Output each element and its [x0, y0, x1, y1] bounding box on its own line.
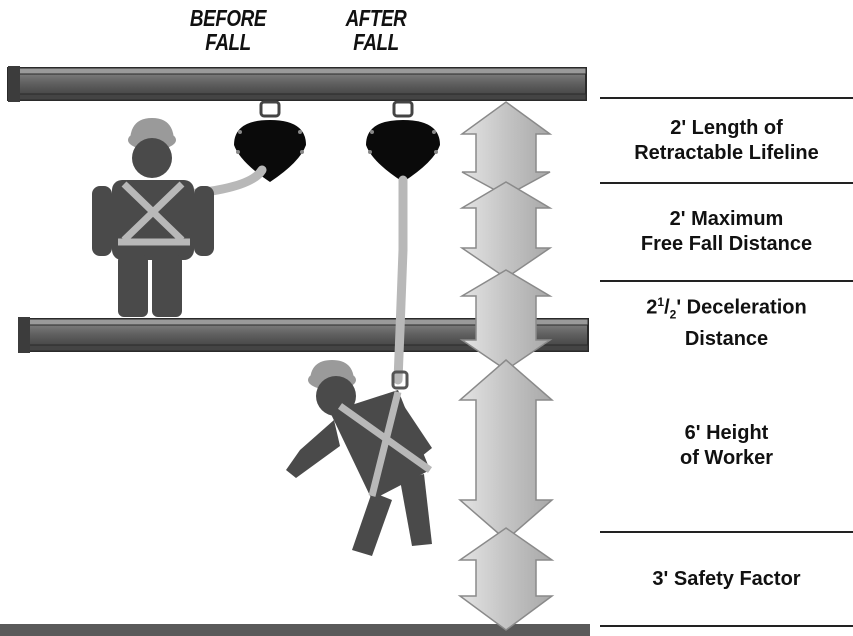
lifeline-after — [393, 175, 408, 385]
label-safety-line1: 3' Safety Factor — [652, 567, 801, 590]
before-fall-header: BEFORE FALL — [179, 6, 277, 54]
top-beam — [7, 66, 587, 102]
label-height-line1: 6' Height — [684, 422, 769, 444]
ground-beam — [0, 624, 590, 636]
after-fall-line2: FALL — [353, 29, 399, 55]
arrow-safety — [457, 527, 555, 631]
rule-3 — [600, 531, 853, 533]
srl-device-before — [234, 100, 306, 182]
arrow-free-fall — [459, 181, 553, 279]
label-safety-factor: 3' Safety Factor — [600, 533, 853, 625]
rule-2 — [600, 280, 853, 282]
label-free-fall: 2' Maximum Free Fall Distance — [600, 184, 853, 280]
clearance-arrows — [457, 101, 555, 631]
rule-1 — [600, 182, 853, 184]
label-worker-height: 6' Height of Worker — [600, 362, 853, 530]
after-fall-header: AFTER FALL — [335, 6, 417, 54]
label-deceleration-line1: 21/2' Deceleration — [646, 294, 807, 322]
label-lifeline-length: 2' Length of Retractable Lifeline — [600, 99, 853, 182]
label-deceleration: 21/2' Deceleration Distance — [600, 282, 853, 360]
label-free-fall-line2: Free Fall Distance — [640, 233, 813, 255]
rule-top — [600, 97, 853, 99]
worker-before — [92, 118, 214, 317]
arrow-height — [457, 359, 555, 541]
worker-after — [286, 360, 433, 556]
after-fall-line1: AFTER — [345, 5, 407, 31]
label-lifeline-line2: Retractable Lifeline — [634, 141, 819, 164]
label-deceleration-line2: Distance — [684, 328, 769, 351]
label-lifeline-line1: 2' Length of — [670, 116, 783, 139]
rule-bottom — [600, 625, 853, 627]
srl-device-after — [366, 100, 440, 182]
before-fall-line2: FALL — [205, 29, 251, 55]
label-free-fall-line1: 2' Maximum — [669, 208, 784, 230]
label-height-line2: of Worker — [680, 447, 773, 469]
before-fall-line1: BEFORE — [189, 5, 267, 31]
